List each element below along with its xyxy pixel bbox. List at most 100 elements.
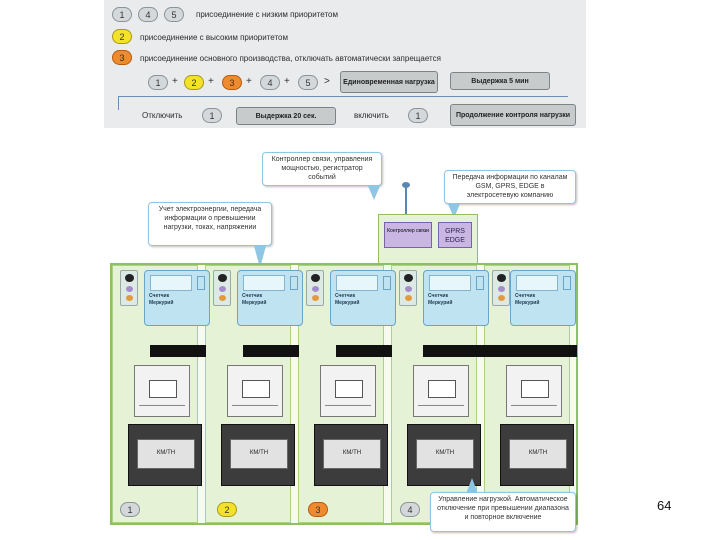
led-icon (312, 286, 319, 292)
disable-label: Отключить (142, 111, 183, 120)
connector-line (118, 96, 568, 97)
priority-num: 1 (112, 7, 132, 22)
clock-icon (218, 274, 227, 282)
slide-number: 64 (657, 498, 672, 513)
callout-tail (466, 478, 478, 494)
plus-sign: + (284, 76, 290, 87)
indicator-module (213, 270, 231, 306)
indicator-module (306, 270, 324, 306)
indicator-module (399, 270, 417, 306)
legend-high-priority-text: присоединение с высоким приоритетом (140, 33, 288, 42)
led-icon (219, 286, 226, 292)
column-priority-num: 1 (120, 502, 140, 517)
breaker-terminals (418, 405, 464, 413)
contactor-label: КМ/ТН (509, 439, 567, 469)
delay-20sec-box: Выдержка 20 сек. (236, 107, 336, 125)
meter-display (150, 275, 192, 291)
meter-buttons (476, 276, 484, 290)
priority-legend-panel: 1 4 5 присоединение с низким приоритетом… (104, 0, 586, 128)
seq-num: 4 (260, 75, 280, 90)
breaker-switch (521, 380, 549, 398)
plus-sign: + (172, 76, 178, 87)
meter-brand: Меркурий (428, 300, 453, 306)
meter-buttons (383, 276, 391, 290)
seq-num: 2 (184, 75, 204, 90)
meter-display (516, 275, 558, 291)
greater-sign: > (324, 76, 330, 87)
led-icon (126, 295, 133, 301)
callout-tail (254, 246, 266, 268)
disable-num: 1 (202, 108, 222, 123)
seq-num: 1 (148, 75, 168, 90)
plus-sign: + (246, 76, 252, 87)
din-rail (423, 345, 577, 357)
din-rail (243, 345, 299, 357)
callout-data-transfer: Передача информации по каналам GSM, GPRS… (444, 170, 576, 204)
led-icon (405, 295, 412, 301)
led-icon (219, 295, 226, 301)
callout-load-management: Управление нагрузкой. Автоматическое отк… (430, 492, 576, 532)
breaker-terminals (325, 405, 371, 413)
callout-tail (368, 186, 380, 200)
legend-low-priority-text: присоединение с низким приоритетом (196, 10, 338, 19)
circuit-breaker (320, 365, 376, 417)
seq-num: 3 (222, 75, 242, 90)
gprs-edge-module: GPRS EDGE (438, 222, 472, 248)
simultaneous-load-box: Единовременная нагрузка (340, 71, 438, 93)
antenna-icon (405, 184, 407, 216)
meter-label: Счетчик (428, 293, 449, 299)
column-priority-num: 2 (217, 502, 237, 517)
meter-label: Счетчик (335, 293, 356, 299)
controller-module: Контроллер связи (384, 222, 432, 248)
led-icon (498, 286, 505, 292)
legend-main-production-text: присоединение основного производства, от… (140, 54, 441, 63)
breaker-switch (335, 380, 363, 398)
circuit-breaker (134, 365, 190, 417)
clock-icon (497, 274, 506, 282)
delay-5min-box: Выдержка 5 мин (450, 72, 550, 90)
din-rail (150, 345, 206, 357)
meter-buttons (563, 276, 571, 290)
contactor: КМ/ТН (314, 424, 388, 486)
contactor: КМ/ТН (128, 424, 202, 486)
indicator-module (120, 270, 138, 306)
connector-line (118, 96, 119, 110)
breaker-terminals (232, 405, 278, 413)
contactor-label: КМ/ТН (137, 439, 195, 469)
column-priority-num: 3 (308, 502, 328, 517)
priority-num-high: 2 (112, 29, 132, 44)
continue-monitoring-box: Продолжение контроля нагрузки (450, 104, 576, 126)
clock-icon (404, 274, 413, 282)
contactor-label: КМ/ТН (323, 439, 381, 469)
meter-buttons (197, 276, 205, 290)
priority-num-main: 3 (112, 50, 132, 65)
contactor: КМ/ТН (221, 424, 295, 486)
contactor-label: КМ/ТН (416, 439, 474, 469)
meter-label: Счетчик (242, 293, 263, 299)
led-icon (126, 286, 133, 292)
meter-brand: Меркурий (149, 300, 174, 306)
circuit-breaker (227, 365, 283, 417)
meter-brand: Меркурий (335, 300, 360, 306)
meter-display (429, 275, 471, 291)
breaker-switch (242, 380, 270, 398)
indicator-module (492, 270, 510, 306)
circuit-breaker (506, 365, 562, 417)
callout-controller: Контроллер связи, управления мощностью, … (262, 152, 382, 186)
led-icon (405, 286, 412, 292)
breaker-switch (149, 380, 177, 398)
antenna-tip-icon (402, 182, 410, 188)
led-icon (498, 295, 505, 301)
priority-num: 4 (138, 7, 158, 22)
led-icon (312, 295, 319, 301)
priority-num: 5 (164, 7, 184, 22)
meter-label: Счетчик (515, 293, 536, 299)
meter-display (336, 275, 378, 291)
clock-icon (311, 274, 320, 282)
breaker-terminals (139, 405, 185, 413)
enable-num: 1 (408, 108, 428, 123)
